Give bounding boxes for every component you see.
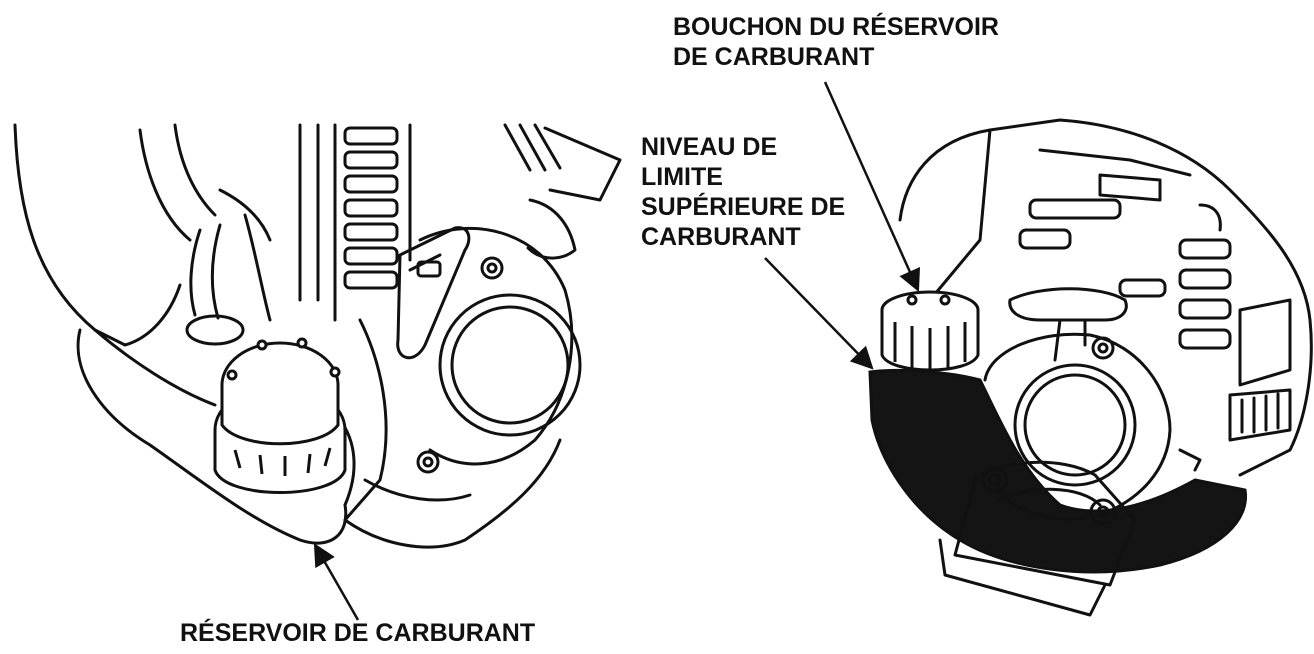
- cooling-fins: [343, 126, 399, 290]
- fuel-tank-cap-pointer-arrow-icon: [823, 81, 921, 293]
- pointer-arrows: [313, 81, 921, 621]
- fuel-tank-label: RÉSERVOIR DE CARBURANT: [180, 619, 536, 647]
- left-engine-illustration: [13, 123, 622, 549]
- upper-fuel-limit-pointer-arrow-icon: [764, 257, 874, 370]
- upper-fuel-limit-level-label: NIVEAU DE LIMITE SUPÉRIEURE DE CARBURANT: [641, 133, 846, 251]
- fuel-tank-cap-label: BOUCHON DU RÉSERVOIR DE CARBURANT: [673, 13, 999, 71]
- left-fuel-cap-illustration: [213, 337, 347, 494]
- right-engine-illustration: [898, 118, 1313, 617]
- right-fuel-cap-illustration: [880, 290, 980, 372]
- fuel-tank-pointer-arrow-icon: [313, 543, 360, 621]
